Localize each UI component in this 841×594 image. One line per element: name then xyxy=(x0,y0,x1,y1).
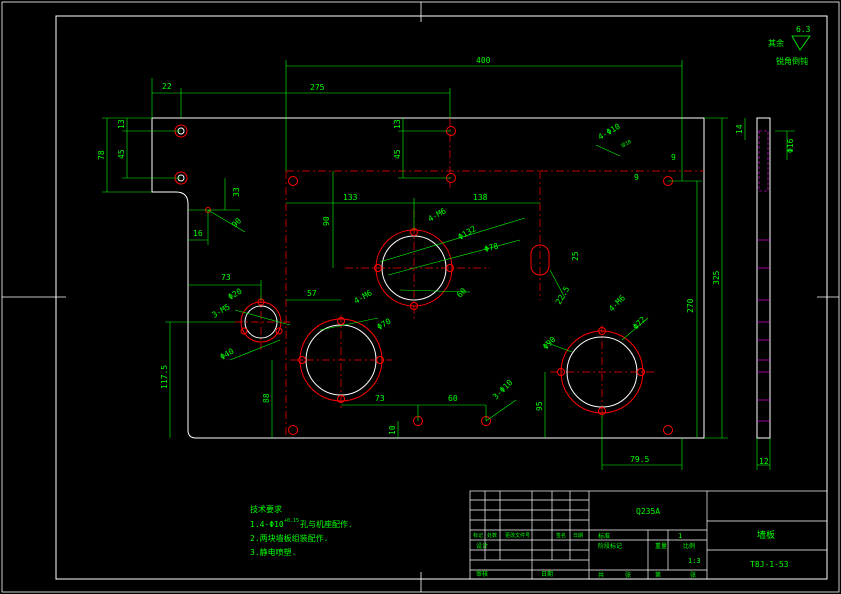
side-view xyxy=(744,117,795,470)
label-4-m6-right: 4-M6 xyxy=(607,293,627,313)
dim-133: 133 xyxy=(343,193,358,202)
dim-57: 57 xyxy=(307,289,317,298)
dim-13-mid: 13 xyxy=(393,119,402,129)
col-label-mark: 标记 xyxy=(473,532,483,539)
label-dia-72: Φ72 xyxy=(631,315,648,332)
note-line-2: 2.两块墙板组装配作. xyxy=(250,533,328,543)
dim-22: 22 xyxy=(162,82,172,91)
dim-9-h: 9 xyxy=(671,153,676,162)
technical-notes: 技术要求 1.4-Φ10 +0.15 孔与机座配作. 2.两块墙板组装配作. 3… xyxy=(250,504,353,557)
dim-88: 88 xyxy=(262,393,271,403)
label-4-m6-top: 4-M6 xyxy=(427,206,448,224)
center-lines xyxy=(235,118,704,438)
dim-60-slot: 60 xyxy=(455,286,468,299)
quantity: 1 xyxy=(678,532,682,540)
sheet-index-label: 第 xyxy=(655,571,661,579)
dim-270: 270 xyxy=(686,298,695,313)
roughness-note: 6.3 其余 锐角倒钝 xyxy=(768,25,811,66)
sheet-index-unit: 张 xyxy=(690,571,696,579)
note-line-1-rest: 孔与机座配作. xyxy=(300,519,353,529)
dimension-lines xyxy=(102,60,728,470)
label-dia-78: Φ78 xyxy=(483,241,499,253)
scale: 1:3 xyxy=(688,557,701,565)
row-label-review: 审核 xyxy=(476,570,488,578)
dim-13-left: 13 xyxy=(117,119,126,129)
dim-73: 73 xyxy=(221,273,231,282)
side-dim-14: 14 xyxy=(735,124,744,134)
weight-label: 重量 xyxy=(655,542,667,550)
label-dia-132: Φ132 xyxy=(457,224,478,242)
label-dia-20: Φ20 xyxy=(227,287,244,302)
dimension-texts: 400 275 22 78 13 45 13 45 4-Φ10 深10 9 9 … xyxy=(97,56,795,466)
side-dim-12: 12 xyxy=(759,457,769,466)
dim-117-5: 117.5 xyxy=(160,365,169,389)
roughness-label-rest: 其余 xyxy=(768,38,784,48)
dim-325: 325 xyxy=(712,270,721,285)
title-block xyxy=(469,490,828,580)
dim-10: 10 xyxy=(388,425,397,435)
dim-275: 275 xyxy=(310,83,325,92)
roughness-label-deburr: 锐角倒钝 xyxy=(776,56,808,66)
label-4-phi10: 4-Φ10 xyxy=(597,122,623,142)
roughness-value: 6.3 xyxy=(796,25,811,34)
dim-45-mid: 45 xyxy=(393,149,402,159)
dim-78: 78 xyxy=(97,150,106,160)
bom-label: 标准 xyxy=(598,532,610,540)
row-label-design: 设计 xyxy=(476,542,488,550)
approve-date-label: 日期 xyxy=(541,570,553,578)
depth-mark: 深10 xyxy=(620,138,633,150)
label-dia-70: Φ70 xyxy=(376,317,393,332)
material: Q235A xyxy=(636,507,660,516)
label-dia-40: Φ40 xyxy=(219,347,236,362)
dim-73-b: 73 xyxy=(375,394,385,403)
dim-90-slot: 90 xyxy=(230,216,243,229)
label-3-phi10: 3-Φ10 xyxy=(491,378,515,402)
dim-25: 25 xyxy=(571,251,580,261)
side-dim-phi16: Φ16 xyxy=(786,138,795,153)
note-line-3: 3.静电喷塑. xyxy=(250,547,296,557)
label-dia-90: Φ90 xyxy=(541,335,558,352)
dim-95: 95 xyxy=(535,401,544,411)
col-label-sign: 签名 xyxy=(556,532,566,539)
label-3-m5: 3-M5 xyxy=(211,302,232,320)
label-4-m6-mid: 4-M6 xyxy=(353,288,374,306)
col-label-change: 更改文件号 xyxy=(505,532,530,539)
drawing-number: T8J-1-53 xyxy=(750,560,789,569)
dim-79-5: 79.5 xyxy=(630,455,649,464)
note-line-1-sup: +0.15 xyxy=(284,518,299,524)
sheet-total-unit: 张 xyxy=(625,571,631,579)
col-label-count: 处数 xyxy=(487,532,497,539)
col-label-date: 日期 xyxy=(573,533,583,539)
sheet-total-label: 共 xyxy=(598,571,604,579)
inner-frame xyxy=(55,15,828,580)
holes xyxy=(174,124,673,435)
dim-22-5: 22.5 xyxy=(554,285,572,306)
part-name: 墙板 xyxy=(757,529,775,541)
plate-outline xyxy=(151,117,705,439)
roughness-symbol-icon xyxy=(791,35,811,51)
dim-60: 60 xyxy=(448,394,458,403)
scale-label: 比例 xyxy=(683,542,695,550)
title-block-text: Q235A 墙板 T8J-1-53 1:3 1 标记 处数 更改文件号 签名 日… xyxy=(473,507,789,579)
notes-title: 技术要求 xyxy=(250,504,282,514)
dim-9-v: 9 xyxy=(634,173,639,182)
dim-138: 138 xyxy=(473,193,488,202)
dim-16: 16 xyxy=(193,229,203,238)
dim-400: 400 xyxy=(476,56,491,65)
dim-45-left: 45 xyxy=(117,149,126,159)
stage-label: 阶段标记 xyxy=(598,542,622,550)
dim-33: 33 xyxy=(232,187,241,197)
note-line-1: 1.4-Φ10 xyxy=(250,520,284,529)
dim-90-v: 90 xyxy=(322,216,331,226)
